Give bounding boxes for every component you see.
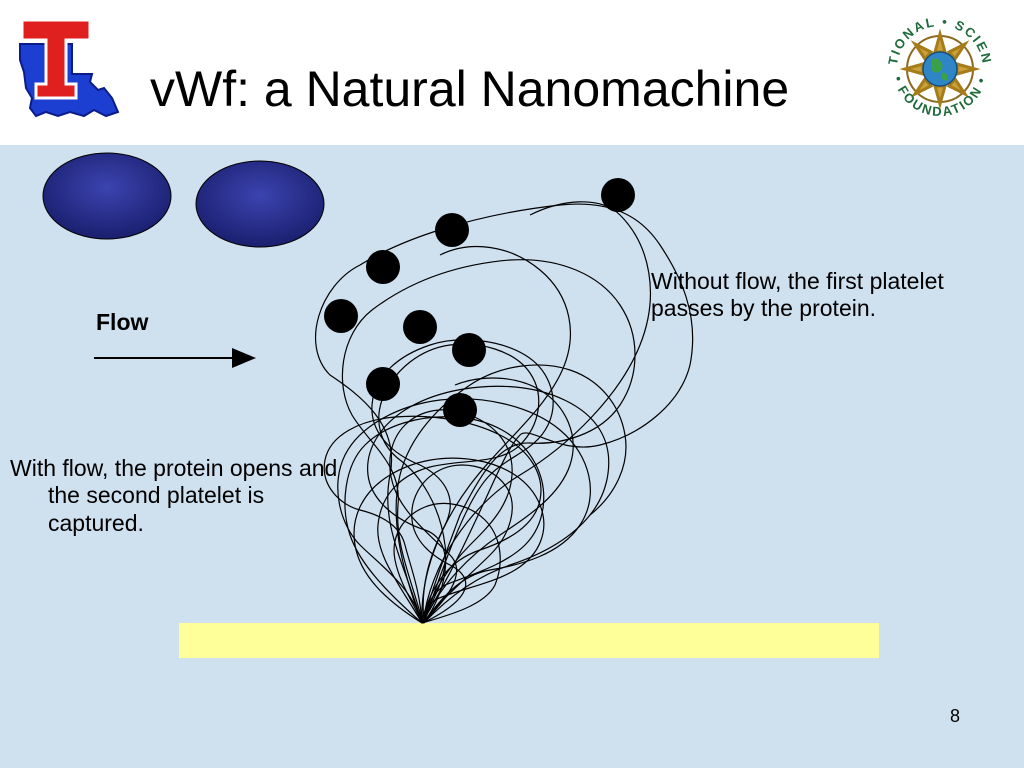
vwf-bead: [324, 299, 358, 333]
platelet-2: [195, 160, 325, 248]
flow-label: Flow: [96, 309, 149, 335]
vwf-diagram: [42, 152, 879, 658]
nsf-logo: NATIONAL • SCIENCE • FOUNDATION •: [875, 4, 1002, 131]
without-flow-note: Without flow, the first platelet passes …: [651, 268, 944, 322]
vwf-bead: [452, 333, 486, 367]
nsf-star-ring: [899, 28, 981, 110]
page-number: 8: [950, 706, 961, 726]
binding-surface: [179, 623, 879, 658]
vwf-bead: [435, 213, 469, 247]
platelet-1: [42, 152, 172, 240]
slide-content: Flow Without flow, the first platelet pa…: [0, 145, 1024, 768]
slide-header: vWf: a Natural Nanomachine NATIONAL • SC…: [0, 0, 1024, 145]
slide-title: vWf: a Natural Nanomachine: [150, 61, 790, 117]
t-letter-shape: [20, 18, 92, 100]
vwf-bead: [403, 310, 437, 344]
vwf-beads: [324, 178, 635, 427]
vwf-bead: [443, 393, 477, 427]
with-flow-note: With flow, the protein opens and the sec…: [10, 455, 338, 536]
vwf-protein-strands: [315, 201, 694, 624]
louisiana-tech-logo: [19, 18, 120, 118]
vwf-bead: [366, 250, 400, 284]
vwf-bead: [601, 178, 635, 212]
louisiana-state-shape: [19, 43, 120, 118]
vwf-bead: [366, 367, 400, 401]
